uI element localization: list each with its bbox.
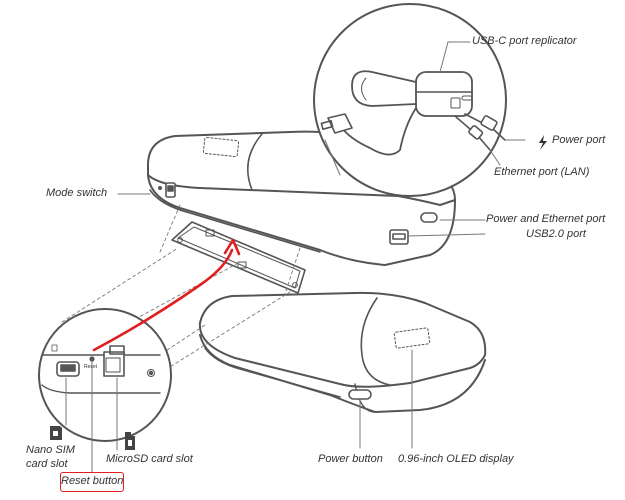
- usb2-port-shape: [389, 229, 409, 245]
- label-reset-button: Reset button: [61, 475, 124, 487]
- reset-arrow: [92, 238, 241, 352]
- label-usb2-port: USB2.0 port: [526, 228, 586, 240]
- power-button-shape: [348, 389, 372, 400]
- label-ethernet-port: Ethernet port (LAN): [494, 166, 590, 178]
- power-ethernet-port-shape: [420, 212, 438, 223]
- microsd-card-icon: [125, 432, 135, 450]
- mode-switch-shape: [158, 182, 176, 198]
- label-mode-switch: Mode switch: [46, 187, 108, 199]
- label-oled-display: 0.96-inch OLED display: [398, 453, 514, 465]
- label-power-port: Power port: [552, 134, 606, 146]
- cover-plate: [171, 221, 306, 294]
- sim-card-icon: [50, 426, 62, 440]
- reset-button-callout: Reset button: [60, 472, 124, 492]
- lightning-icon: [539, 135, 547, 150]
- label-power-ethernet-port: Power and Ethernet port: [486, 213, 606, 225]
- label-power-button: Power button: [318, 453, 383, 465]
- zoom-circle-replicator: [313, 3, 507, 197]
- zoom-circle-slots: [38, 308, 172, 442]
- top-device: [147, 130, 456, 266]
- label-usbc-port-replicator: USB-C port replicator: [472, 35, 577, 47]
- label-nano-sim-slot: Nano SIM card slot: [26, 444, 75, 470]
- label-microsd-slot: MicroSD card slot: [106, 453, 193, 465]
- label-reset-tiny: Reset: [84, 364, 98, 370]
- bottom-device: [198, 291, 487, 413]
